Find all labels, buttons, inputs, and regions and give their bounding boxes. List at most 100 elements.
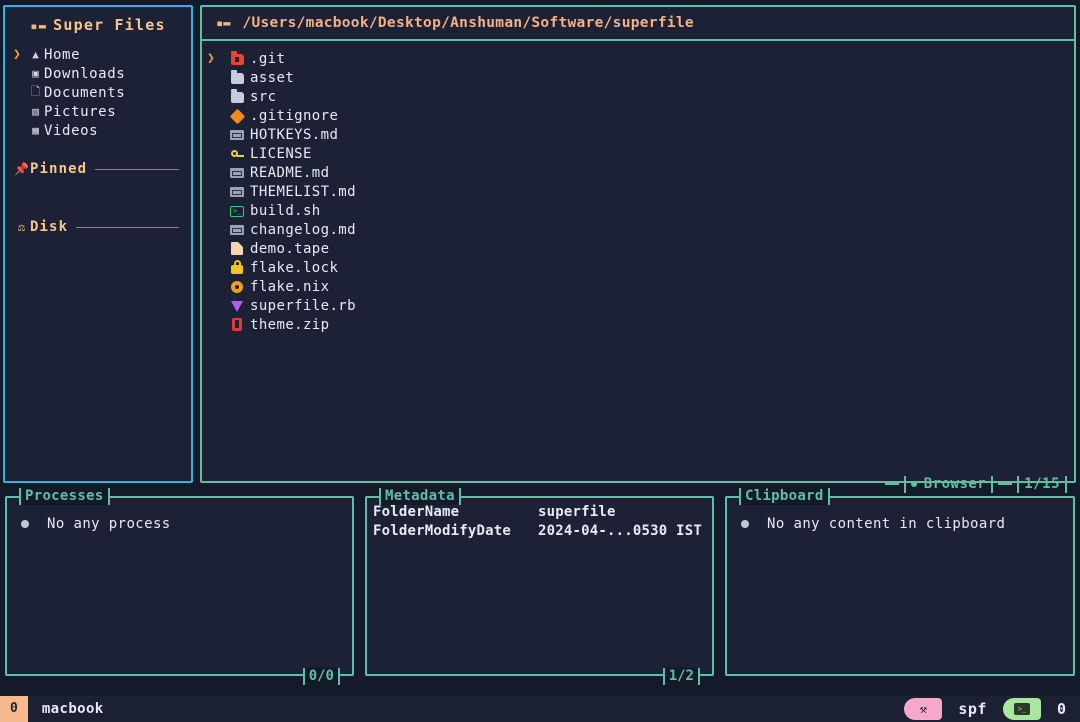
clipboard-empty-row: No any content in clipboard: [727, 498, 1073, 532]
sidebar-item-label: Videos: [44, 122, 99, 139]
file-list-item[interactable]: superfile.rb: [202, 296, 1074, 315]
processes-panel[interactable]: Processes No any process 0/0: [5, 487, 354, 685]
file-list-item[interactable]: build.sh: [202, 201, 1074, 220]
tape-icon: [224, 242, 250, 255]
file-name: README.md: [250, 164, 330, 181]
section-divider: [76, 226, 179, 228]
file-name: flake.lock: [250, 259, 339, 276]
sidebar-item-label: Downloads: [44, 65, 126, 82]
file-name: demo.tape: [250, 240, 330, 257]
key-icon: [224, 148, 250, 160]
ruby-icon: [224, 300, 250, 312]
file-list[interactable]: ❯ .git asset src .gitignor: [202, 41, 1074, 334]
file-list-item[interactable]: asset: [202, 68, 1074, 87]
file-name: changelog.md: [250, 221, 356, 238]
file-name: flake.nix: [250, 278, 330, 295]
gitignore-icon: [224, 108, 250, 124]
sidebar-item-documents[interactable]: 🗋 Documents: [5, 83, 191, 102]
pin-icon: 📌: [14, 162, 29, 176]
terminal-icon[interactable]: >_: [1002, 698, 1041, 720]
browser-footer: Browser 1/15: [200, 470, 1080, 498]
metadata-key: FolderName: [373, 503, 460, 520]
file-list-item[interactable]: THEMELIST.md: [202, 182, 1074, 201]
sidebar-title: ▪▬ Super Files: [5, 7, 191, 34]
sidebar-item-pictures[interactable]: ▧ Pictures: [5, 102, 191, 121]
file-name: theme.zip: [250, 316, 330, 333]
file-name: LICENSE: [250, 145, 312, 162]
markdown-icon: [224, 224, 250, 236]
file-list-item[interactable]: README.md: [202, 163, 1074, 182]
metadata-row[interactable]: FolderName superfile: [373, 502, 712, 521]
bullet-icon: [21, 520, 29, 528]
sidebar-item-downloads[interactable]: ▣ Downloads: [5, 64, 191, 83]
browser-tab-chip[interactable]: Browser 1/15: [884, 475, 1072, 493]
bottom-region: Processes No any process 0/0 Metadata Fo…: [0, 487, 1080, 688]
file-list-item[interactable]: src: [202, 87, 1074, 106]
folder-icon: [224, 88, 250, 103]
path-bar[interactable]: ▪▬ /Users/macbook/Desktop/Anshuman/Softw…: [202, 7, 1074, 41]
lock-icon: [224, 259, 250, 274]
sidebar-section-disk[interactable]: ⚖ Disk: [5, 217, 191, 237]
file-list-item[interactable]: flake.nix: [202, 277, 1074, 296]
file-name: build.sh: [250, 202, 321, 219]
metadata-title: Metadata: [379, 487, 461, 505]
status-badge[interactable]: 0: [0, 696, 28, 722]
home-icon: ▲: [32, 48, 39, 61]
chip-bar: [903, 475, 906, 493]
file-list-item[interactable]: demo.tape: [202, 239, 1074, 258]
sidebar-panel[interactable]: ▪▬ Super Files ❯ ▲ Home ▣ Downloads 🗋 Doc…: [3, 5, 193, 483]
clipboard-panel[interactable]: Clipboard No any content in clipboard: [725, 487, 1075, 676]
metadata-row[interactable]: FolderModifyDate 2024-04-...0530 IST: [373, 521, 712, 540]
file-list-item[interactable]: changelog.md: [202, 220, 1074, 239]
download-icon: ▣: [32, 67, 39, 80]
status-bar-right: ⚒ spf >_ 0: [904, 696, 1080, 722]
file-list-item[interactable]: LICENSE: [202, 144, 1074, 163]
session-label: spf: [958, 700, 987, 718]
sidebar-item-home[interactable]: ❯ ▲ Home: [5, 45, 191, 64]
metadata-counter: 1/2: [662, 667, 701, 685]
browser-counter: 1/15: [1024, 476, 1060, 492]
chip-bar: [1065, 475, 1067, 493]
file-name: .git: [250, 50, 286, 67]
sidebar-section-label: Disk: [30, 219, 69, 235]
current-path: /Users/macbook/Desktop/Anshuman/Software…: [242, 15, 694, 31]
sidebar-list: ❯ ▲ Home ▣ Downloads 🗋 Documents ▧: [5, 45, 191, 140]
sidebar-item-videos[interactable]: ▦ Videos: [5, 121, 191, 140]
zip-icon: [224, 318, 250, 331]
file-name: .gitignore: [250, 107, 339, 124]
status-user: macbook: [41, 701, 104, 717]
markdown-icon: [224, 186, 250, 198]
folder-icon: [224, 69, 250, 84]
nix-icon: [224, 280, 250, 293]
folder-icon: ▪▬: [216, 16, 231, 30]
top-region: ▪▬ Super Files ❯ ▲ Home ▣ Downloads 🗋 Doc…: [0, 0, 1080, 488]
file-list-item[interactable]: theme.zip: [202, 315, 1074, 334]
browser-panel[interactable]: ▪▬ /Users/macbook/Desktop/Anshuman/Softw…: [200, 5, 1076, 483]
folder-icon: ▪▬: [30, 19, 48, 33]
sidebar-item-label: Home: [44, 46, 81, 63]
sidebar-item-label: Pictures: [44, 103, 117, 120]
file-list-item[interactable]: HOTKEYS.md: [202, 125, 1074, 144]
markdown-icon: [224, 167, 250, 179]
sidebar-section-pinned[interactable]: 📌 Pinned: [5, 159, 191, 179]
picture-icon: ▧: [32, 105, 39, 118]
selection-caret-icon: ❯: [207, 51, 215, 66]
sidebar-section-label: Pinned: [30, 161, 88, 177]
file-list-item[interactable]: .gitignore: [202, 106, 1074, 125]
file-name: asset: [250, 69, 295, 86]
section-divider: [95, 168, 179, 170]
metadata-value: superfile: [538, 503, 616, 520]
metadata-panel[interactable]: Metadata FolderName superfile FolderModi…: [365, 487, 714, 685]
chip-dash: [884, 483, 899, 485]
browser-tab-label: Browser: [923, 476, 987, 492]
status-bar: 0 macbook ⚒ spf >_ 0: [0, 696, 1080, 722]
sidebar-title-label: Super Files: [53, 16, 166, 34]
file-list-item[interactable]: ❯ .git: [202, 49, 1074, 68]
clipboard-title: Clipboard: [739, 487, 830, 505]
branch-icon[interactable]: ⚒: [904, 698, 943, 720]
file-list-item[interactable]: flake.lock: [202, 258, 1074, 277]
clipboard-empty-text: No any content in clipboard: [767, 516, 1006, 532]
window-count: 0: [1056, 700, 1066, 718]
disk-icon: ⚖: [17, 220, 26, 234]
